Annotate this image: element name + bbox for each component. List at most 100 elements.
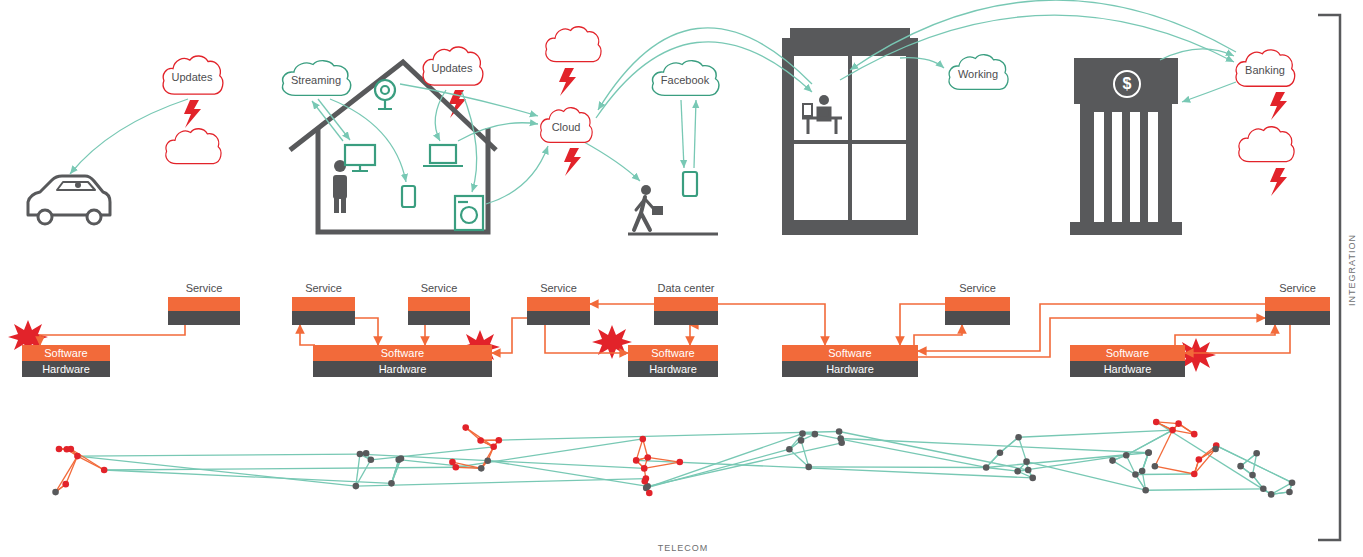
service-base [1265,311,1330,325]
data-flow-arrow [584,142,640,181]
data-flow-arrow [900,58,944,68]
telecom-network [1260,485,1267,492]
orange-connector [355,318,378,345]
hardware-bar: Hardware [782,361,918,377]
telecom-network [815,434,986,467]
device-icons [375,80,395,100]
cloud-outline [423,47,483,85]
walking-man-icon [628,233,718,236]
data-flow-arrow [70,99,188,174]
cloud-node: Cloud [538,105,594,145]
telecom-network [1191,431,1198,438]
telecom-network [101,467,108,474]
telecom-network [496,437,503,444]
telecom-network [1155,430,1173,466]
telecom-network [1216,446,1292,483]
service-box: Service [527,281,590,325]
telecom-network [809,466,986,468]
cloud-outline [652,61,718,96]
telecom-network [812,431,819,438]
data-flow-arrow [400,84,538,116]
telecom-network [74,453,81,460]
hardware-bar-label: Hardware [313,361,492,377]
extra-cloud [546,27,601,62]
telecom-network [1113,461,1136,475]
data-flow-arrow [1160,49,1234,60]
telecom-network [52,419,1295,498]
telecom-network [636,439,643,460]
cloud-node-label: Updates [172,71,213,83]
telecom-network [648,457,680,462]
telecom-network [1018,455,1127,471]
orange-connector [918,304,1265,351]
service-base [168,311,240,325]
lightning-bolt [1270,168,1287,196]
telecom-network [395,456,402,463]
telecom-network [1155,466,1194,474]
software-bar-label: Software [1070,345,1185,361]
data-flow-arrow [598,28,812,110]
telecom-network [997,450,1004,457]
cloud-outline [949,55,1008,90]
service-box: Service [408,281,470,325]
bank-building [1094,112,1158,222]
service-box: Service [292,281,355,325]
telecom-network [646,434,802,488]
telecom-network [399,460,482,469]
telecom-network [641,465,648,472]
hardware-bar-label: Hardware [782,361,918,377]
service-bar [292,297,355,311]
telecom-network [1271,483,1292,495]
telecom-network [1142,487,1149,494]
telecom-network [62,481,69,488]
data-flow-arrow [681,100,684,168]
service-box-label: Service [1265,281,1330,295]
lightning-bolt [559,68,576,96]
device-icons [423,165,463,167]
telecom-network [1109,457,1116,464]
telecom-network [636,460,1033,477]
telecom-network [836,428,843,435]
telecom-network [1156,422,1178,424]
cloud-outline [163,56,223,94]
telecom-network [371,447,494,460]
bank-building [1104,112,1112,222]
telecom-network [1146,489,1264,490]
telecom-network [360,454,488,461]
telecom-network [986,467,1017,471]
telecom-network [66,456,78,484]
cloud-node: Working [946,52,1010,92]
telecom-label: TELECOM [658,543,709,553]
data-flow-arrow [435,90,446,141]
cloud-node-label: Facebook [661,74,709,86]
telecom-network [676,459,683,466]
house-icon [318,128,488,232]
service-base [527,311,590,325]
software-bar: Software [22,345,110,361]
telecom-network [1152,463,1159,470]
telecom-network [1191,471,1198,478]
lightning-bolt [1270,92,1287,120]
data-flow-arrow [70,0,1236,204]
telecom-network [1139,468,1146,475]
telecom-network [646,490,653,497]
car-icon [38,210,52,224]
office-building [803,104,812,116]
telecom-network [1123,452,1130,459]
phone-icon [683,172,697,196]
car-icon [75,182,81,188]
telecom-network [357,451,364,458]
telecom-network [77,454,359,456]
cloud-node: Updates [160,53,225,97]
service-box: Data center [654,281,718,325]
device-icons [402,186,415,207]
telecom-network [839,431,1028,470]
telecom-network [798,437,805,444]
orange-connector [424,325,426,345]
software-bar-label: Software [782,345,918,361]
explosion-burst [8,320,1216,372]
telecom-network [1126,430,1172,455]
hardware-bar: Hardware [628,361,718,377]
